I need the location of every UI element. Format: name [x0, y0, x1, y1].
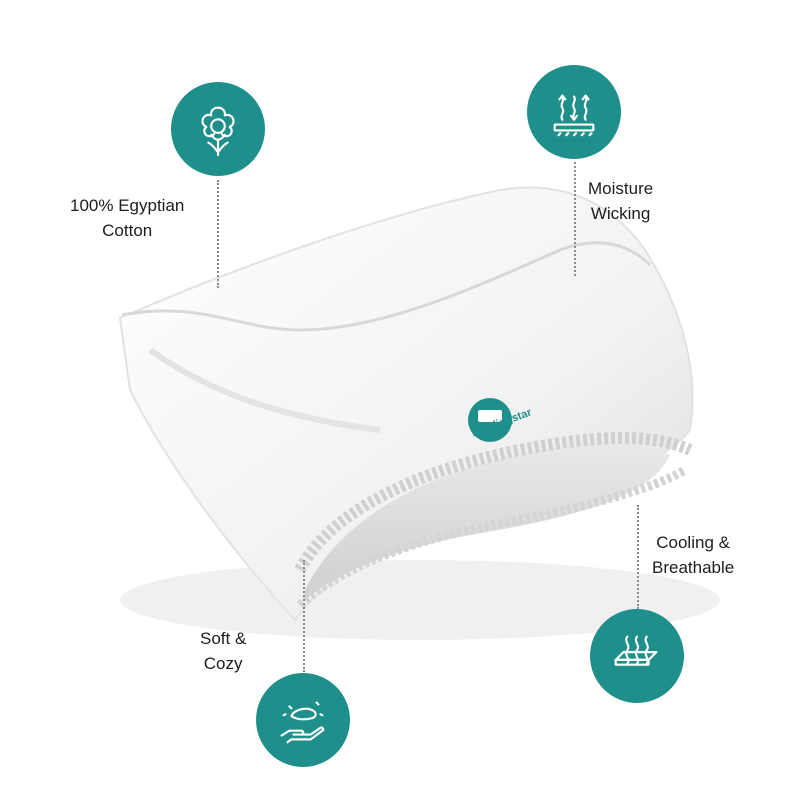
cotton-label: 100% Egyptian Cotton	[70, 196, 185, 240]
soft-label: Soft & Cozy	[200, 629, 247, 673]
moisture-label: Moisture Wicking	[588, 179, 654, 223]
cotton-connector	[217, 180, 219, 288]
hand-feather-icon	[280, 701, 325, 744]
soft-connector	[303, 560, 305, 672]
soft-badge	[256, 673, 350, 767]
cotton-badge	[171, 82, 265, 176]
cooling-label: Cooling & Breathable	[652, 533, 735, 577]
cooling-connector	[637, 505, 639, 609]
moisture-wicking-icon	[553, 94, 595, 137]
breathable-layers-icon	[614, 635, 658, 666]
cooling-badge	[590, 609, 684, 703]
moisture-badge	[527, 65, 621, 159]
cotton-flower-icon	[201, 106, 235, 157]
moisture-connector	[574, 162, 576, 276]
